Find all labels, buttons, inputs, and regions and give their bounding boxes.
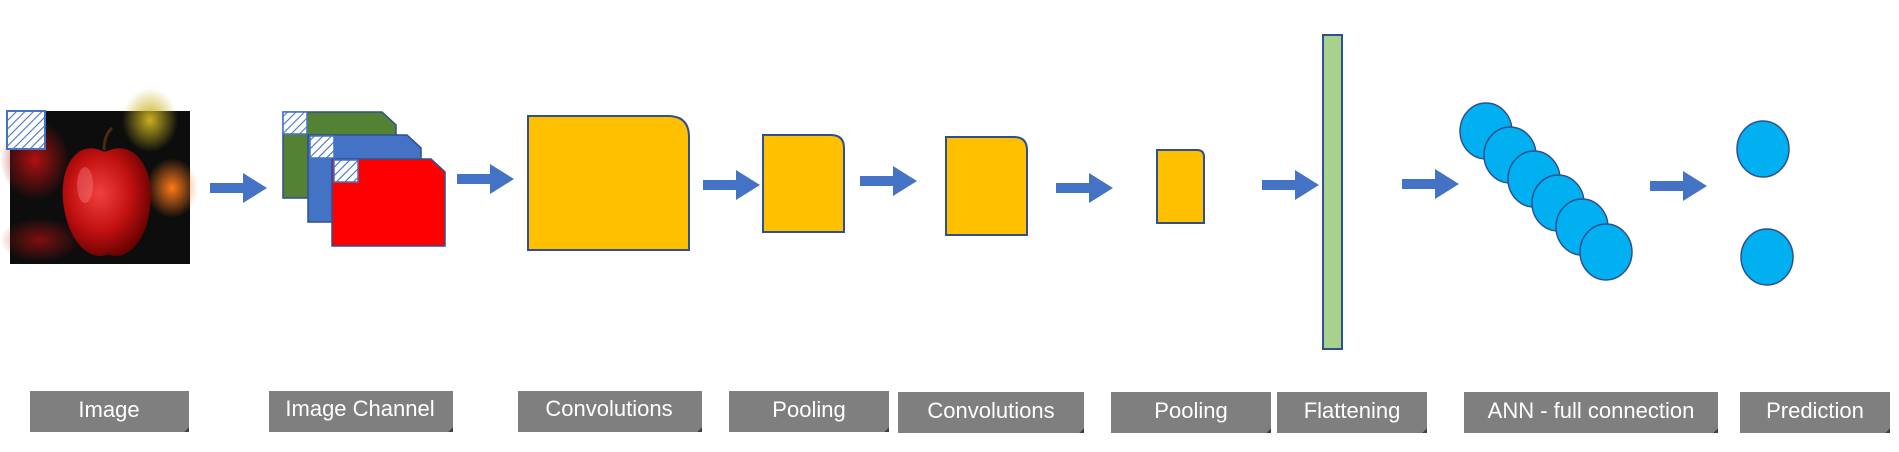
label-pooling-2: Pooling [1111,392,1271,433]
filter-icon [6,110,46,150]
label-convolutions-1: Convolutions [518,391,702,432]
label-flattening: Flattening [1277,392,1427,433]
label-pooling-1-text: Pooling [772,397,845,422]
arrow-icon [1262,170,1319,200]
arrow-icon [457,164,514,194]
prediction-outputs [1736,120,1794,286]
label-ann-text: ANN - full connection [1488,398,1695,423]
filter-icon [282,111,308,135]
label-prediction-text: Prediction [1766,398,1864,423]
label-image: Image [30,391,189,432]
pool2-feature-map [1156,149,1205,224]
label-image-channel-text: Image Channel [285,396,434,421]
red-channel [331,158,446,247]
label-flattening-text: Flattening [1304,398,1401,423]
arrows [210,164,1707,203]
ann-neurons [1459,102,1633,281]
output-neuron [1736,120,1790,178]
label-pooling-1: Pooling [729,391,889,432]
neuron [1579,223,1633,281]
label-convolutions-2-text: Convolutions [927,398,1054,423]
flatten-vector [1322,34,1343,350]
arrow-icon [860,166,917,196]
label-image-channel: Image Channel [269,391,453,432]
arrow-icon [703,170,760,200]
pool1-feature-map [762,134,845,233]
arrow-icon [1650,171,1707,201]
label-ann: ANN - full connection [1464,392,1718,433]
filter-icon [333,159,359,183]
label-prediction: Prediction [1740,392,1890,433]
image-channels [282,111,446,247]
input-image [0,88,198,264]
arrow-icon [1402,169,1459,199]
label-convolutions-2: Convolutions [898,392,1084,433]
arrow-icon [1056,173,1113,203]
output-neuron [1740,228,1794,286]
filter-icon [309,135,335,159]
label-image-text: Image [78,397,139,422]
conv2-feature-map [945,136,1028,236]
conv1-feature-map [527,115,690,251]
label-convolutions-1-text: Convolutions [545,396,672,421]
label-pooling-2-text: Pooling [1154,398,1227,423]
stage-labels: Image Image Channel Convolutions Pooling… [30,391,1890,433]
arrow-icon [210,173,267,203]
